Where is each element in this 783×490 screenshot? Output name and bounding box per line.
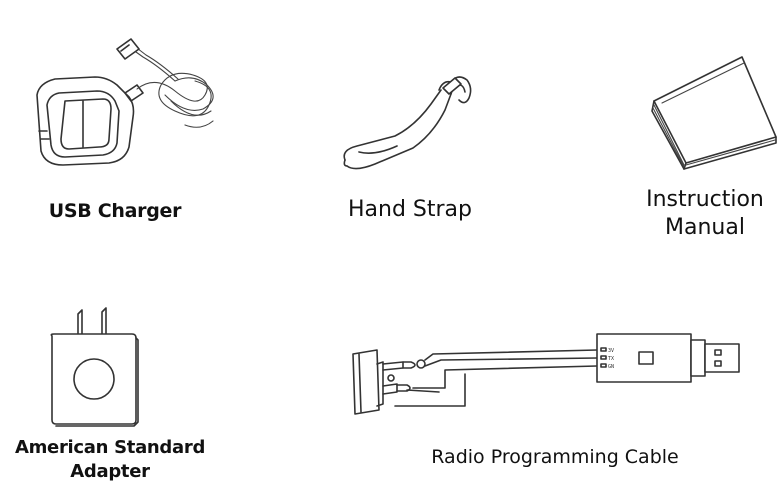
instruction-manual-drawing bbox=[640, 45, 780, 170]
american-adapter-label: American Standard Adapter bbox=[0, 436, 220, 484]
instruction-manual-label-line1: Instruction bbox=[646, 187, 764, 212]
hand-strap-label: Hand Strap bbox=[347, 197, 472, 222]
pin-label-3v: 3V bbox=[608, 348, 614, 354]
pin-label-tx: TX bbox=[608, 356, 614, 362]
american-adapter-label-line1: American Standard bbox=[14, 437, 206, 458]
programming-cable-label: Radio Programming Cable bbox=[431, 446, 679, 468]
usb-charger-label: USB Charger bbox=[48, 200, 182, 222]
usb-charger-drawing bbox=[25, 35, 225, 170]
instruction-manual-label: Instruction Manual bbox=[620, 186, 783, 242]
hand-strap-drawing bbox=[335, 70, 485, 180]
programming-cable-drawing: 3V TX GN bbox=[345, 320, 755, 420]
instruction-manual-label-line2: Manual bbox=[665, 215, 745, 240]
american-adapter-drawing bbox=[40, 300, 150, 430]
american-adapter-label-line2: Adapter bbox=[70, 461, 150, 482]
pin-label-gn: GN bbox=[608, 364, 614, 370]
